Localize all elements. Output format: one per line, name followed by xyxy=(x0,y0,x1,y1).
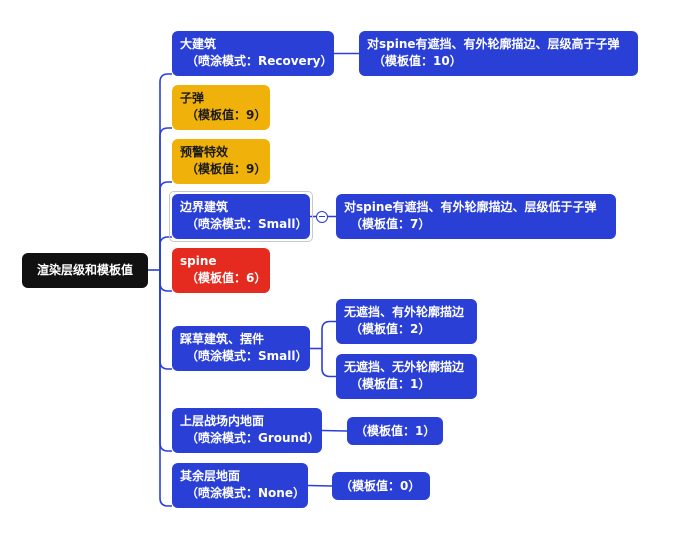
child-grass-building-0-title: 无遮挡、有外轮廓描边 xyxy=(344,305,465,319)
child-border-building-0-title: 对spine有遮挡、有外轮廓描边、层级低于子弹 xyxy=(344,200,597,214)
branch-upper-ground[interactable]: 上层战场内地面 （喷涂模式：Ground） xyxy=(172,408,322,453)
root-label: 渲染层级和模板值 xyxy=(36,263,133,277)
child-upper-ground-0[interactable]: （模板值：1） xyxy=(347,417,443,445)
branch-other-ground-subtitle: （喷涂模式：None） xyxy=(186,486,305,500)
child-building-0[interactable]: 对spine有遮挡、有外轮廓描边、层级高于子弹 （模板值：10） xyxy=(359,31,638,76)
child-grass-building-0[interactable]: 无遮挡、有外轮廓描边 （模板值：2） xyxy=(336,299,477,344)
collapse-toggle-icon[interactable] xyxy=(316,210,328,223)
branch-warning-fx-title: 预警特效 xyxy=(180,145,229,159)
connector-root-to-grass-building xyxy=(159,270,172,370)
branch-warning-fx-subtitle: （模板值：9） xyxy=(186,162,267,176)
connector-grass-building-child-0 xyxy=(321,320,336,349)
child-upper-ground-0-title: （模板值：1） xyxy=(355,423,436,438)
branch-border-building-title: 边界建筑 xyxy=(180,200,229,214)
child-building-0-title: 对spine有遮挡、有外轮廓描边、层级高于子弹 xyxy=(367,37,620,51)
branch-border-building[interactable]: 边界建筑 （喷涂模式：Small） xyxy=(172,194,310,239)
connector-root-to-spine xyxy=(159,270,172,292)
child-building-0-subtitle: （模板值：10） xyxy=(373,54,462,68)
connector-root-to-upper-ground xyxy=(159,270,172,452)
branch-building[interactable]: 大建筑 （喷涂模式：Recovery） xyxy=(172,31,334,76)
connector-root-to-building xyxy=(159,73,172,270)
branch-upper-ground-subtitle: （喷涂模式：Ground） xyxy=(186,431,320,445)
child-border-building-0-subtitle: （模板值：7） xyxy=(350,217,431,231)
branch-bullet-title: 子弹 xyxy=(180,91,205,105)
branch-bullet[interactable]: 子弹 （模板值：9） xyxy=(172,85,270,130)
branch-grass-building-title: 踩草建筑、摆件 xyxy=(180,332,265,346)
branch-grass-building-subtitle: （喷涂模式：Small） xyxy=(186,349,308,363)
branch-spine-title: spine xyxy=(180,254,217,268)
branch-border-building-subtitle: （喷涂模式：Small） xyxy=(186,217,308,231)
child-other-ground-0-title: （模板值：0） xyxy=(340,478,421,493)
branch-warning-fx[interactable]: 预警特效 （模板值：9） xyxy=(172,139,270,184)
connector-other-ground-child-0 xyxy=(307,484,333,487)
connector-upper-ground-child-0 xyxy=(321,429,348,432)
child-grass-building-0-subtitle: （模板值：2） xyxy=(350,322,431,336)
connector-root-to-warning-fx xyxy=(159,181,172,270)
selection-frame xyxy=(169,191,313,242)
child-grass-building-1-title: 无遮挡、无外轮廓描边 xyxy=(344,360,465,374)
branch-grass-building[interactable]: 踩草建筑、摆件 （喷涂模式：Small） xyxy=(172,326,310,371)
child-other-ground-0[interactable]: （模板值：0） xyxy=(332,472,430,500)
branch-other-ground[interactable]: 其余层地面 （喷涂模式：None） xyxy=(172,463,308,508)
branch-building-subtitle: （喷涂模式：Recovery） xyxy=(186,54,333,68)
child-grass-building-1-subtitle: （模板值：1） xyxy=(350,377,431,391)
connector-root-to-bullet xyxy=(159,127,172,270)
branch-spine-subtitle: （模板值：6） xyxy=(186,271,267,285)
branch-bullet-subtitle: （模板值：9） xyxy=(186,108,267,122)
child-border-building-0[interactable]: 对spine有遮挡、有外轮廓描边、层级低于子弹 （模板值：7） xyxy=(336,194,616,239)
branch-other-ground-title: 其余层地面 xyxy=(180,469,241,483)
connector-grass-building-child-1 xyxy=(321,348,336,378)
connector-root-to-other-ground xyxy=(159,270,172,507)
child-grass-building-1[interactable]: 无遮挡、无外轮廓描边 （模板值：1） xyxy=(336,354,477,399)
branch-spine[interactable]: spine （模板值：6） xyxy=(172,248,270,293)
branch-building-title: 大建筑 xyxy=(180,37,217,51)
root-node[interactable]: 渲染层级和模板值 xyxy=(22,253,148,288)
connector-root-to-border-building xyxy=(159,236,172,270)
branch-upper-ground-title: 上层战场内地面 xyxy=(180,414,265,428)
